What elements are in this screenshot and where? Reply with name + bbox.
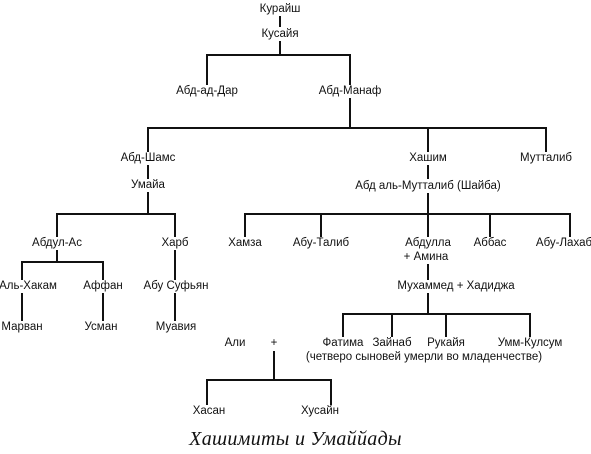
node-abu-sufyan: Абу Суфьян [142, 280, 210, 293]
node-hamza: Хамза [227, 237, 263, 250]
node-amina: + Амина [402, 251, 450, 264]
node-abdul-as: Абдул-Ас [31, 237, 83, 250]
node-marwan: Марван [0, 321, 44, 334]
node-umm-kulthum: Умм-Кулсум [496, 337, 564, 350]
node-muttalib: Мутталиб [519, 152, 573, 165]
node-usman: Усман [83, 321, 119, 334]
node-abdulla: Абдулла [404, 237, 452, 250]
node-muhammad-khadija: Мухаммед + Хадиджа [396, 280, 516, 293]
diagram-caption: Хашимиты и Умаййады [189, 428, 402, 450]
node-qusay: Кусайя [260, 28, 300, 41]
node-muawiya: Муавия [154, 321, 198, 334]
node-abd-manaf: Абд-Манаф [317, 85, 383, 98]
node-al-hakam: Аль-Хакам [0, 280, 58, 293]
node-fatima: Фатима [321, 337, 365, 350]
sons-note: (четверо сыновей умерли во младенчестве) [304, 351, 544, 364]
node-quraysh: Курайш [258, 3, 302, 16]
node-ali: Али [223, 337, 247, 350]
node-umayya: Умайа [130, 179, 166, 192]
node-affan: Аффан [82, 280, 124, 293]
plus-sign: + [269, 337, 279, 350]
node-zaynab: Зайнаб [371, 337, 413, 350]
node-hashim: Хашим [408, 152, 448, 165]
node-abu-talib: Абу-Талиб [291, 237, 351, 250]
node-abd-ad-dar: Абд-ад-Дар [175, 85, 239, 98]
node-husayn: Хусайн [300, 405, 340, 418]
node-abbas: Аббас [472, 237, 508, 250]
node-harb: Харб [160, 237, 190, 250]
node-abd-shams: Абд-Шамс [119, 152, 177, 165]
node-abd-al-muttalib: Абд аль-Мутталиб (Шайба) [354, 180, 502, 193]
node-ruqayya: Рукайя [426, 337, 466, 350]
node-abu-lahab: Абу-Лахаб [534, 237, 591, 250]
node-hasan: Хасан [191, 405, 227, 418]
